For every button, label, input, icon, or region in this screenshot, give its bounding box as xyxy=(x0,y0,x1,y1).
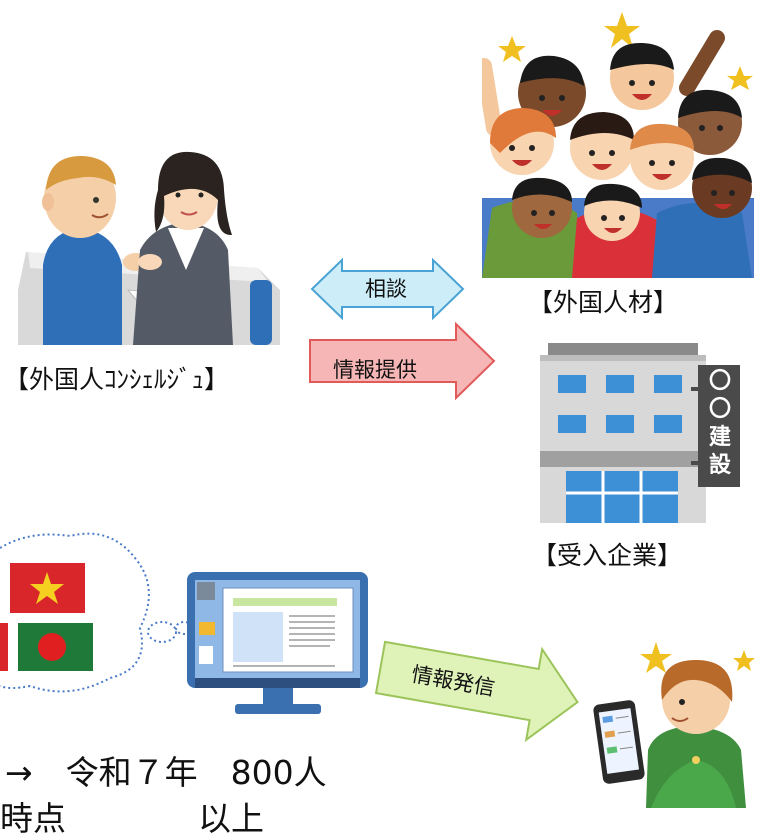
cut-off-text: 時点 以上 xyxy=(0,799,264,838)
thought-cloud xyxy=(0,528,200,708)
sign-char: 〇 xyxy=(708,369,731,394)
foreign-talent-label: 【外国人材】 xyxy=(528,288,679,317)
company-label: 【受入企業】 xyxy=(532,541,683,570)
send-info-arrow: 情報発信 xyxy=(368,618,592,753)
provide-info-label: 情報提供 xyxy=(333,358,417,382)
foreign-talent-illustration xyxy=(482,8,754,278)
concierge-label: 【外国人ｺﾝｼｪﾙｼﾞｭ】 xyxy=(4,365,230,394)
sign-char: 建 xyxy=(708,425,731,450)
concierge-illustration xyxy=(18,140,280,345)
sign-char: 〇 xyxy=(708,397,731,422)
building-sign-text: 〇 〇 建 設 xyxy=(700,368,740,480)
target-numbers-text: → 令和７年 800人 xyxy=(5,753,327,792)
computer-monitor-illustration xyxy=(185,570,370,720)
company-building-illustration xyxy=(538,343,748,523)
consult-label: 相談 xyxy=(365,277,407,301)
provide-info-arrow xyxy=(308,322,496,400)
sign-char: 設 xyxy=(708,453,731,478)
person-with-smartphone-illustration xyxy=(586,640,756,808)
consult-double-arrow xyxy=(310,258,465,320)
